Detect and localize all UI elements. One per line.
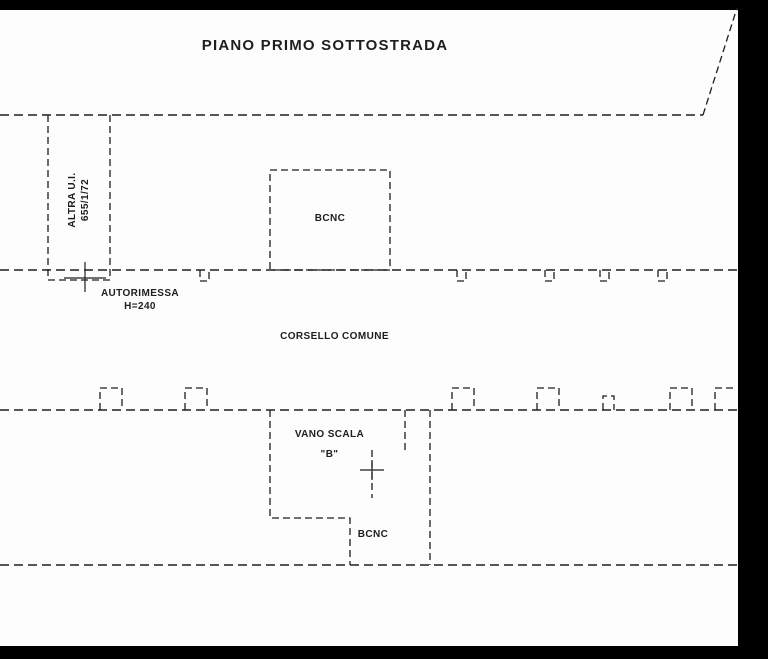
autorimessa-name: AUTORIMESSA bbox=[100, 288, 180, 299]
wall-diagonal-boundary bbox=[702, 7, 738, 116]
bcnc-upper-room-outline bbox=[269, 169, 391, 271]
door-recess bbox=[99, 387, 123, 410]
survey-cross-marker bbox=[360, 460, 384, 480]
door-jamb bbox=[544, 270, 555, 282]
page-title: PIANO PRIMO SOTTOSTRADA bbox=[201, 37, 449, 54]
altra-ui-label: ALTRA U.I. 655/1/72 bbox=[57, 120, 101, 280]
door-recess bbox=[451, 387, 475, 410]
altra-ui-label-line1: ALTRA U.I. bbox=[67, 172, 78, 228]
vano-scala-label-line1: VANO SCALA bbox=[294, 429, 365, 440]
survey-cross-marker bbox=[64, 262, 106, 292]
door-jamb bbox=[199, 270, 210, 282]
door-jamb bbox=[456, 270, 467, 282]
vano-scala-label: VANO SCALA "B" bbox=[277, 428, 382, 461]
door-recess bbox=[184, 387, 208, 410]
drawing-paper bbox=[0, 10, 738, 646]
door-jamb bbox=[599, 270, 610, 282]
corsello-comune-label: CORSELLO COMUNE bbox=[280, 331, 389, 342]
door-recess bbox=[714, 387, 737, 410]
bcnc-lower-label: BCNC bbox=[357, 529, 389, 540]
door-jamb bbox=[657, 270, 668, 282]
autorimessa-label: AUTORIMESSA H=240 bbox=[92, 287, 188, 313]
door-recess bbox=[602, 395, 615, 410]
door-recess bbox=[669, 387, 693, 410]
autorimessa-height: H=240 bbox=[124, 301, 156, 312]
vano-scala-label-line2: "B" bbox=[320, 449, 339, 460]
bcnc-upper-label: BCNC bbox=[314, 213, 346, 224]
door-recess bbox=[536, 387, 560, 410]
altra-ui-label-line2: 655/1/72 bbox=[80, 178, 91, 222]
vano-scala-wall-left bbox=[269, 410, 351, 565]
